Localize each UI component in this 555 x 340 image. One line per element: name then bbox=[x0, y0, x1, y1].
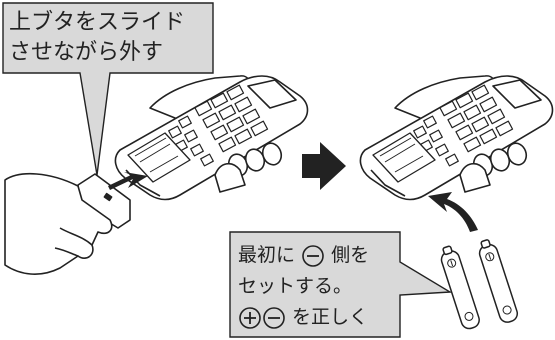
minus-circle-icon bbox=[263, 306, 285, 329]
callout-top-text: 上ブタをスライド させながら外す bbox=[9, 8, 185, 68]
battery-right bbox=[478, 239, 519, 323]
callout-bottom-line3: を正しく bbox=[238, 302, 369, 333]
callout-bottom-line2: セットする。 bbox=[238, 275, 353, 297]
right-illustration bbox=[359, 75, 554, 201]
pull-arrow-icon bbox=[108, 172, 148, 190]
batteries bbox=[440, 239, 519, 330]
battery-left bbox=[440, 245, 480, 330]
right-lower-fingers bbox=[459, 142, 528, 193]
left-illustration bbox=[4, 75, 309, 275]
minus-circle-icon bbox=[302, 244, 324, 267]
left-holding-hand bbox=[4, 172, 113, 275]
callout-bottom-bubble bbox=[229, 231, 453, 338]
right-remote-display bbox=[492, 79, 542, 109]
right-battery-compartment bbox=[372, 132, 436, 183]
left-remote-buttons bbox=[168, 84, 269, 167]
plus-circle-icon bbox=[239, 306, 261, 329]
callout-bottom-text: 最初に 側を セットする。 を正しく bbox=[238, 240, 369, 333]
callout-top-line1: 上ブタをスライド bbox=[9, 10, 186, 35]
left-battery-compartment bbox=[127, 132, 191, 183]
callout-top-line2: させながら外す bbox=[9, 40, 164, 65]
left-lower-fingers bbox=[214, 142, 283, 193]
callout-bottom-line1: 最初に 側を bbox=[238, 244, 370, 267]
right-remote-buttons bbox=[413, 84, 514, 167]
left-cover-slot bbox=[103, 192, 113, 202]
left-remote-display bbox=[247, 79, 297, 109]
insert-arrow-icon bbox=[428, 192, 478, 232]
right-arrow-icon bbox=[302, 142, 346, 190]
callout-top-bubble bbox=[2, 2, 214, 176]
